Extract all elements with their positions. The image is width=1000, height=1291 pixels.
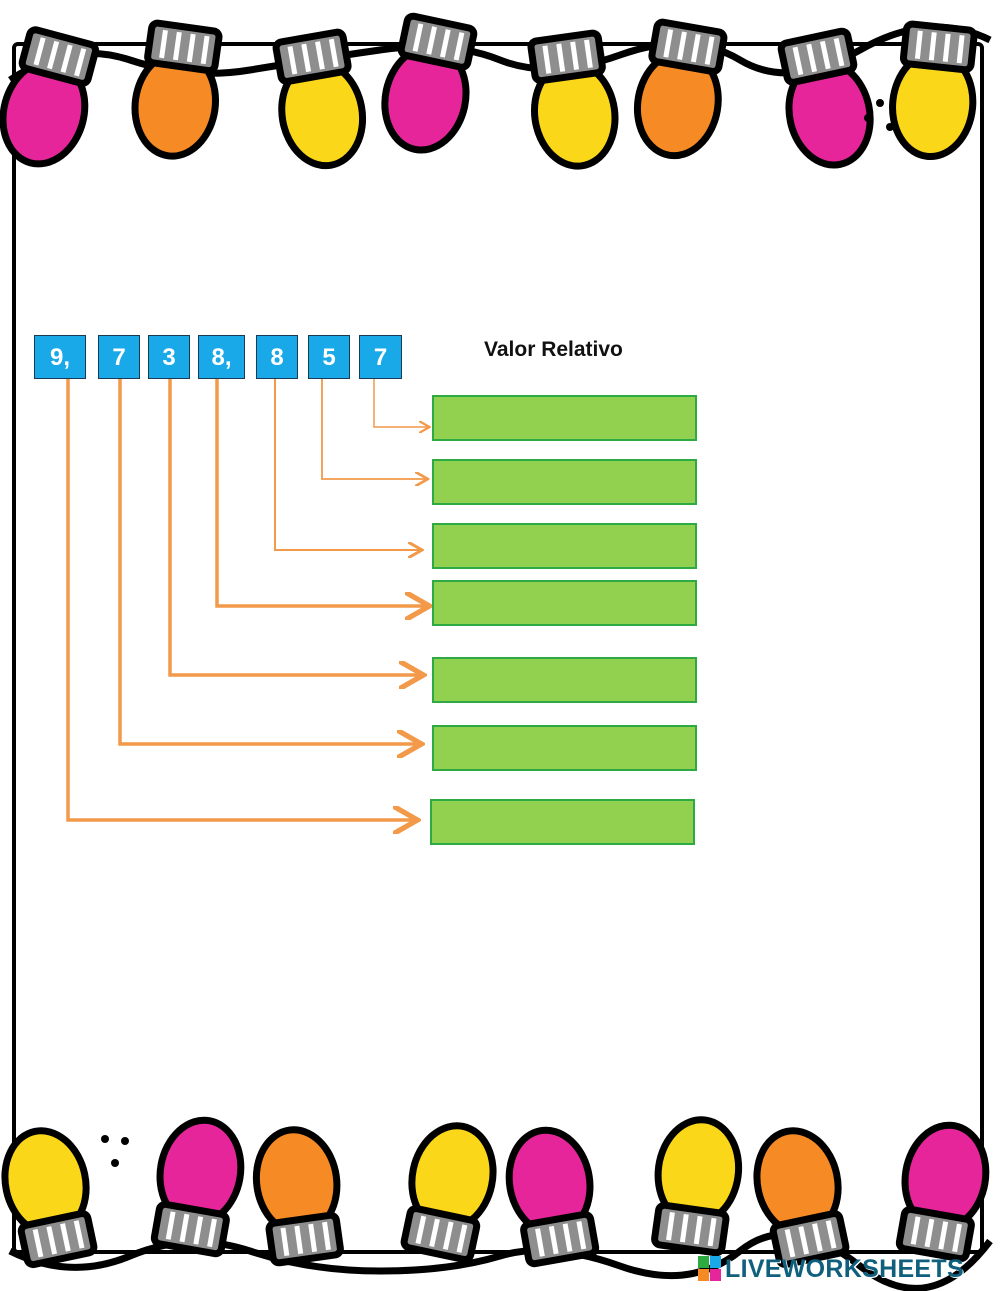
bulb-icon xyxy=(753,1127,850,1269)
bulb-icon xyxy=(0,26,100,168)
answer-box-2[interactable] xyxy=(432,459,697,505)
digit-box-1: 9, xyxy=(34,335,86,379)
bulb-icon xyxy=(381,12,478,154)
bulb-icon xyxy=(777,27,874,169)
digit-box-4: 8, xyxy=(198,335,245,379)
answer-box-7[interactable] xyxy=(430,799,695,845)
heading-valor-relativo: Valor Relativo xyxy=(484,338,623,361)
bulb-icon xyxy=(252,1126,344,1267)
answer-box-5[interactable] xyxy=(432,657,697,703)
bulb-icon xyxy=(131,19,223,160)
answer-box-6[interactable] xyxy=(432,725,697,771)
answer-box-4[interactable] xyxy=(432,580,697,626)
digit-box-3: 3 xyxy=(148,335,190,379)
bulb-icon xyxy=(150,1116,245,1258)
answer-box-3[interactable] xyxy=(432,523,697,569)
page-border xyxy=(12,42,984,1254)
bulb-icon xyxy=(400,1122,497,1264)
bulb-icon xyxy=(889,20,978,161)
bulb-icon xyxy=(272,28,367,170)
answer-box-1[interactable] xyxy=(432,395,697,441)
bulb-icon xyxy=(633,18,728,160)
bulb-icon xyxy=(651,1116,743,1257)
liveworksheets-logo[interactable]: LIVEWORKSHEETS xyxy=(698,1254,964,1284)
string-lights-bottom-decoration xyxy=(1,1116,993,1291)
bulb-icon xyxy=(895,1121,990,1263)
bulb-icon xyxy=(1,1127,98,1269)
liveworksheets-logo-text: LIVEWORKSHEETS xyxy=(725,1254,964,1283)
digit-box-7: 7 xyxy=(359,335,402,379)
digit-box-2: 7 xyxy=(98,335,140,379)
liveworksheets-logo-icon xyxy=(698,1256,721,1281)
string-lights-top-decoration xyxy=(0,12,992,170)
bulb-icon xyxy=(505,1126,600,1268)
bulb-icon xyxy=(527,29,619,170)
digit-box-6: 5 xyxy=(308,335,350,379)
digit-box-5: 8 xyxy=(256,335,298,379)
